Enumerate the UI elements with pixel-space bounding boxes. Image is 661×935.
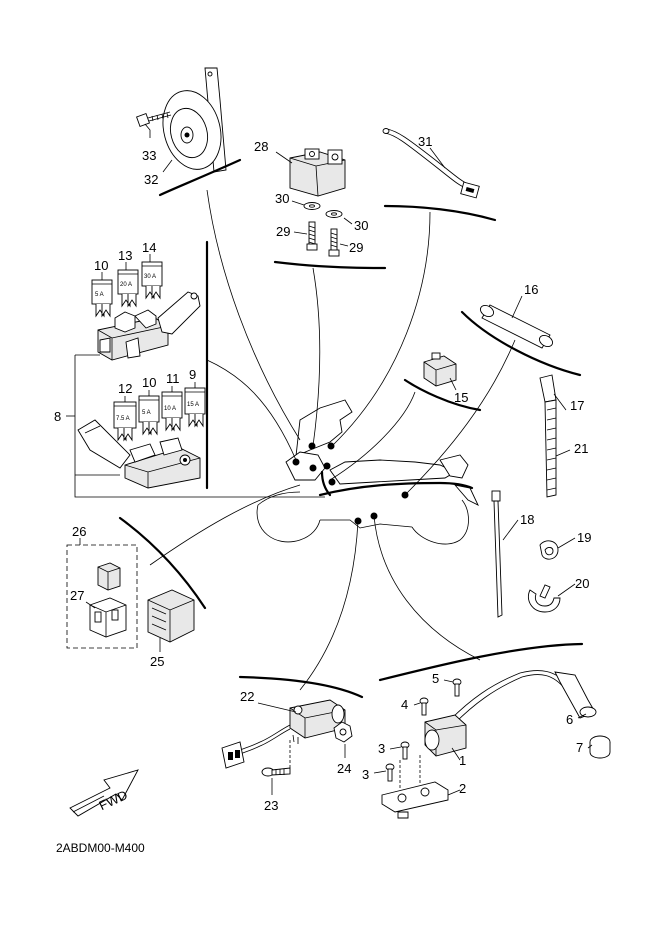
bolt-5 [452, 678, 462, 697]
protector-tube-16 [460, 295, 582, 377]
callout-12: 12 [118, 381, 132, 396]
fuse-holder-bottom [77, 419, 201, 489]
callout-23: 23 [264, 798, 278, 813]
callout-11: 11 [166, 371, 180, 386]
relay-28-assembly [273, 148, 387, 270]
callout-33: 33 [142, 148, 156, 163]
diagram-code: 2ABDM00-M400 [56, 841, 145, 855]
callout-30a: 30 [275, 191, 289, 206]
horn-bolt [136, 111, 172, 127]
callout-30b: 30 [354, 218, 368, 233]
callout-1: 1 [459, 753, 466, 768]
connector-15 [403, 352, 482, 412]
clamp-19 [539, 537, 576, 560]
callout-16: 16 [524, 282, 538, 297]
callout-32: 32 [144, 172, 158, 187]
callout-27: 27 [70, 588, 84, 603]
callout-7: 7 [576, 740, 583, 755]
fuse-10-bottom: 5 A [138, 395, 160, 436]
fuse-rating: 30 A [144, 274, 156, 280]
callout-9: 9 [189, 367, 196, 382]
fwd-label: FWD [97, 787, 130, 813]
bolt-4 [419, 697, 429, 716]
fuse-rating: 10 A [164, 406, 176, 412]
ignition-coil-assembly [373, 642, 611, 819]
callout-6: 6 [566, 712, 573, 727]
callout-26: 26 [72, 524, 86, 539]
cable-tie-18 [491, 490, 519, 618]
callout-18: 18 [520, 512, 534, 527]
callout-21: 21 [574, 441, 588, 456]
clamp-20 [527, 583, 576, 613]
bolt-3b [385, 763, 395, 782]
callout-31: 31 [418, 134, 432, 149]
callout-20: 20 [575, 576, 589, 591]
bolt-3a [400, 741, 410, 760]
relay-group-26 [66, 538, 138, 649]
callout-19: 19 [577, 530, 591, 545]
relay-25 [118, 516, 207, 652]
fuse-10-top: 5 A [91, 279, 113, 318]
forward-arrow: FWD [69, 769, 139, 817]
fuse-11-bottom: 10 A [161, 391, 183, 432]
callout-13: 13 [118, 248, 132, 263]
callout-14: 14 [142, 240, 156, 255]
fuse-9-bottom: 15 A [184, 387, 206, 428]
fuse-12-bottom: 7.5 A [113, 401, 137, 442]
fuse-box-8: 5 A 20 A 30 A [66, 240, 325, 498]
callout-22: 22 [240, 689, 254, 704]
callout-29a: 29 [276, 224, 290, 239]
motorcycle-frame [256, 399, 479, 545]
fuse-13-top: 20 A [117, 269, 139, 308]
callout-15: 15 [454, 390, 468, 405]
fuse-rating: 15 A [187, 402, 199, 408]
fuse-rating: 5 A [95, 292, 104, 298]
screw-23 [261, 740, 291, 795]
callout-2: 2 [459, 781, 466, 796]
starter-relay-22 [221, 675, 364, 769]
horn-assembly [136, 67, 242, 197]
fuse-rating: 7.5 A [116, 416, 130, 422]
leader-lines [149, 189, 516, 691]
callout-29b: 29 [349, 240, 363, 255]
fuse-14-top: 30 A [141, 261, 163, 300]
nut-24 [333, 721, 353, 758]
callout-28: 28 [254, 139, 268, 154]
callout-10-top: 10 [94, 258, 108, 273]
callout-24: 24 [337, 761, 351, 776]
sensor-31 [382, 128, 497, 222]
callout-3b: 3 [362, 767, 369, 782]
callout-5: 5 [432, 671, 439, 686]
band-17 [539, 374, 571, 498]
callout-4: 4 [401, 697, 408, 712]
callout-25: 25 [150, 654, 164, 669]
fuse-rating: 20 A [120, 282, 132, 288]
fuse-rating: 5 A [142, 410, 151, 416]
callout-17: 17 [570, 398, 584, 413]
callout-3a: 3 [378, 741, 385, 756]
fuse-holder-top [97, 291, 201, 361]
relay-socket-27 [89, 597, 127, 638]
callout-10-bottom: 10 [142, 375, 156, 390]
callout-8: 8 [54, 409, 61, 424]
